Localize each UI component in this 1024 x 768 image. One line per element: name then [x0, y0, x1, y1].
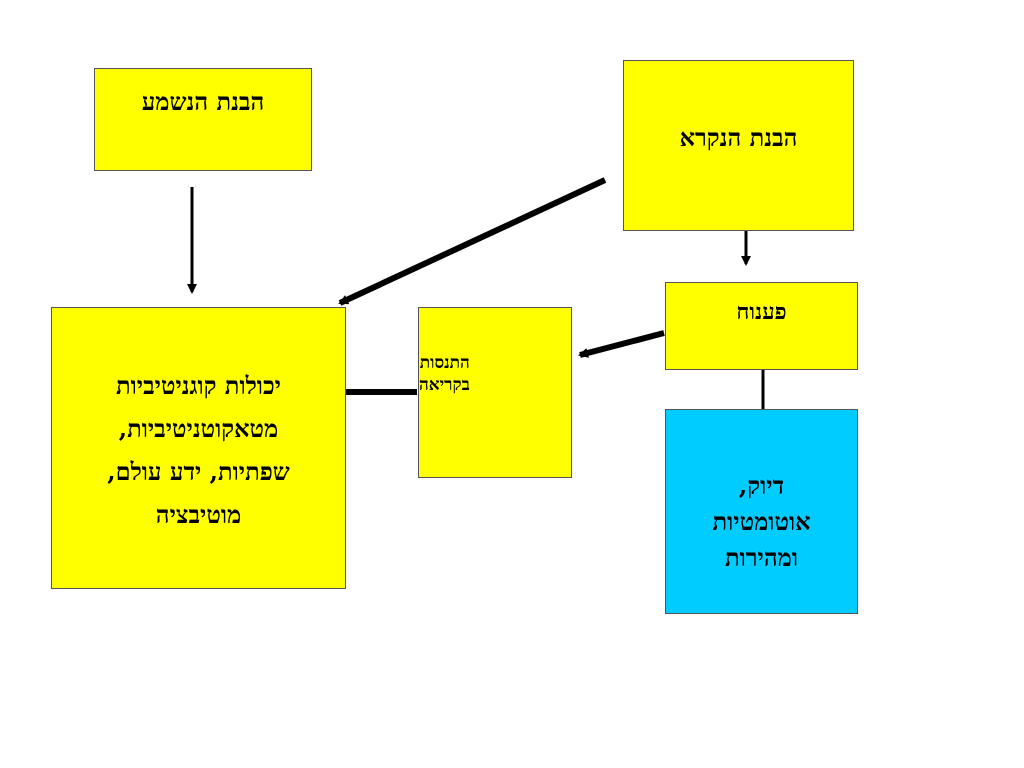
arrow-reading-to-abilities [338, 177, 607, 306]
node-reading-experience: התנסות בקריאה [418, 307, 572, 478]
node-label: דיוק, אוטומטיות ומהירות [712, 470, 811, 572]
node-listening-comprehension: הבנת הנשמע [94, 68, 312, 171]
node-label: הבנת הנקרא [679, 123, 798, 152]
arrow-decoding-to-experience [578, 330, 665, 358]
node-label: פענוח [736, 299, 787, 325]
node-label: הבנת הנשמע [141, 87, 265, 116]
node-label: יכולות קוגניטיביות מטאקוטניטיביות, שפתיו… [107, 371, 290, 529]
node-label: התנסות בקריאה [419, 353, 470, 395]
node-accuracy-automaticity-speed: דיוק, אוטומטיות ומהירות [665, 409, 858, 614]
node-cognitive-abilities: יכולות קוגניטיביות מטאקוטניטיביות, שפתיו… [51, 307, 346, 589]
node-decoding: פענוח [665, 282, 858, 370]
node-reading-comprehension: הבנת הנקרא [623, 60, 854, 231]
